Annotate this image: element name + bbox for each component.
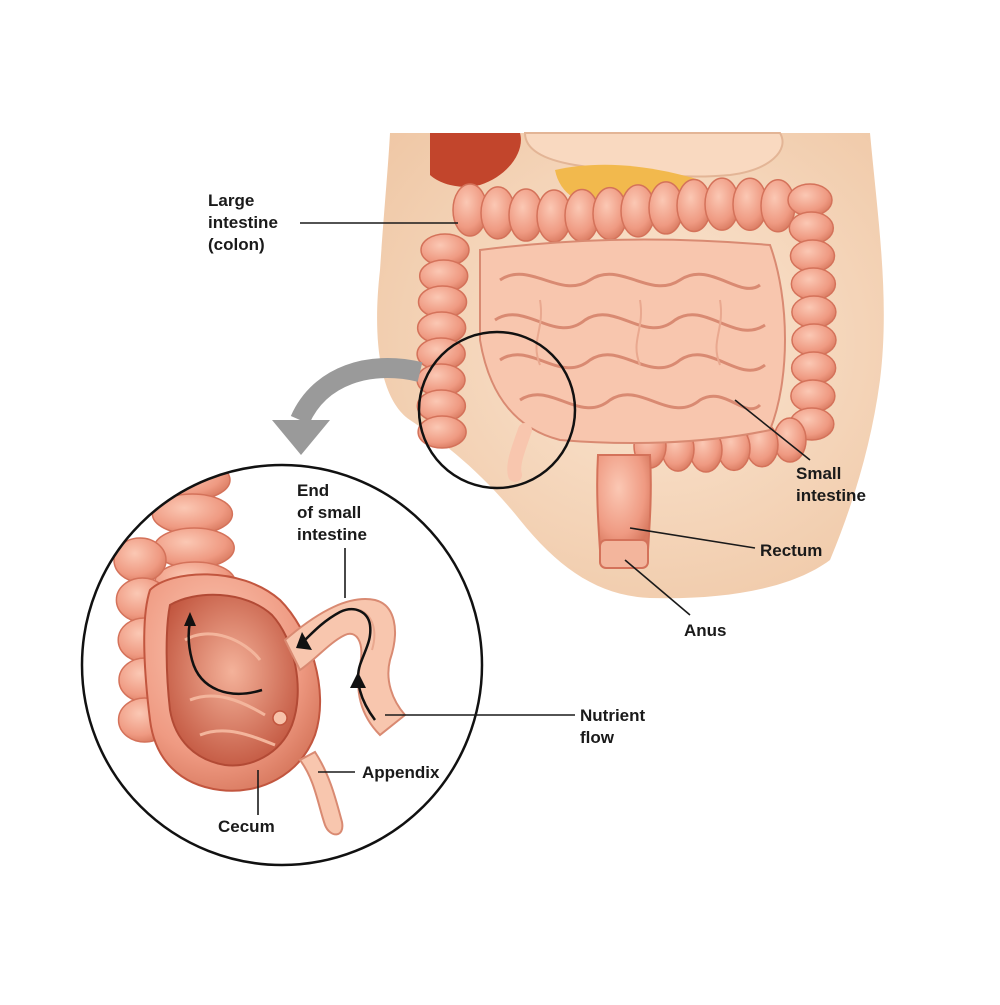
colon-haustrum xyxy=(417,415,467,449)
colon-haustrum xyxy=(790,267,837,301)
label-large-intestine-line2: intestine xyxy=(208,213,278,232)
colon-haustrum xyxy=(791,295,837,329)
colon-haustrum xyxy=(791,323,837,357)
rectum xyxy=(596,454,652,569)
leader-small-intestine xyxy=(734,399,811,461)
label-small-intestine-line2: intestine xyxy=(796,486,866,505)
appendix xyxy=(298,750,344,836)
label-large-intestine: Large intestine (colon) xyxy=(208,190,278,256)
label-cecum: Cecum xyxy=(218,816,275,838)
colon-haustrum xyxy=(787,183,833,217)
label-large-intestine-line1: Large xyxy=(208,191,255,210)
large-intestine-colon xyxy=(416,177,837,473)
small-intestine xyxy=(479,238,786,482)
label-small-intestine-line1: Small xyxy=(796,464,842,483)
label-rectum: Rectum xyxy=(760,540,822,562)
anus xyxy=(599,539,649,569)
label-rectum-text: Rectum xyxy=(760,541,823,560)
label-large-intestine-line3: (colon) xyxy=(208,235,265,254)
colon-haustrum xyxy=(773,417,807,463)
liver xyxy=(430,133,521,187)
leader-lines xyxy=(257,222,811,815)
colon-haustrum xyxy=(790,351,837,385)
leader-rectum xyxy=(629,527,756,549)
label-nutrient-flow-line1: Nutrient xyxy=(580,706,646,725)
colon-haustrum xyxy=(788,211,835,245)
label-anus: Anus xyxy=(684,620,727,642)
label-nutrient-flow: Nutrient flow xyxy=(580,705,645,749)
label-anus-text: Anus xyxy=(684,621,727,640)
label-end-line3: intestine xyxy=(297,525,367,544)
zoom-arrow-icon xyxy=(272,358,423,455)
highlight-circle xyxy=(417,330,577,490)
label-end-line2: of small xyxy=(297,503,362,522)
label-end-of-small-intestine: End of small intestine xyxy=(297,480,367,546)
label-appendix: Appendix xyxy=(362,762,439,784)
label-appendix-text: Appendix xyxy=(362,763,440,782)
nutrient-flow-arrow-inner xyxy=(187,621,263,695)
label-small-intestine: Small intestine xyxy=(796,463,866,507)
label-end-line1: End xyxy=(297,481,330,500)
leader-anus xyxy=(624,559,691,616)
colon-haustrum xyxy=(790,379,836,413)
inset-cecum-detail xyxy=(80,463,484,867)
label-nutrient-flow-line2: flow xyxy=(580,728,614,747)
label-cecum-text: Cecum xyxy=(218,817,275,836)
colon-haustrum xyxy=(789,239,836,273)
